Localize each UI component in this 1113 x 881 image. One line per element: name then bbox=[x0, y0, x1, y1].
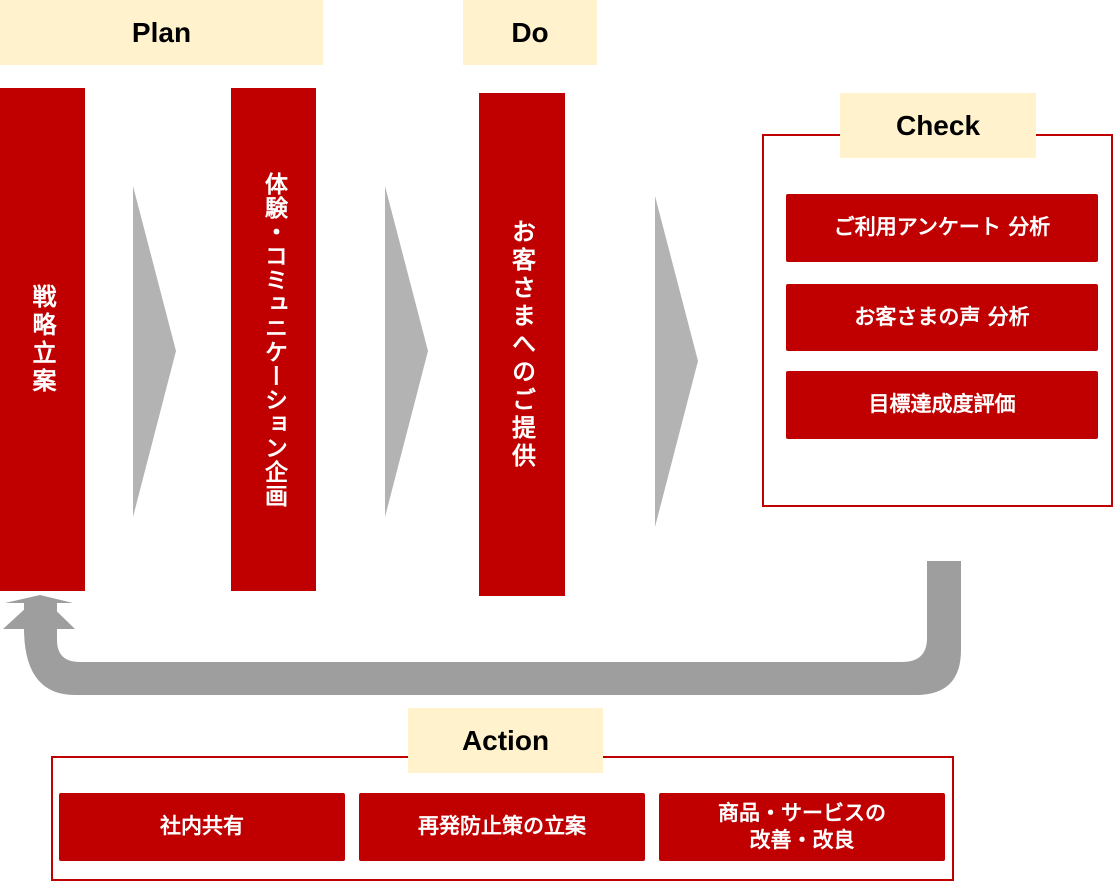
action-label: Action bbox=[408, 708, 603, 773]
action-item-improvement: 商品・サービスの 改善・改良 bbox=[659, 793, 945, 861]
action-item-improvement-text: 商品・サービスの 改善・改良 bbox=[718, 800, 886, 852]
action-item-share-text: 社内共有 bbox=[160, 814, 244, 839]
do-step-delivery: お客さまへのご提供 bbox=[479, 93, 565, 596]
chevron-arrow-1 bbox=[133, 186, 176, 517]
check-item-goal: 目標達成度評価 bbox=[786, 371, 1098, 439]
check-item-voice-text: お客さまの声 分析 bbox=[854, 304, 1030, 329]
plan-step-strategy-text: 戦略立案 bbox=[28, 283, 56, 396]
action-label-text: Action bbox=[461, 724, 550, 756]
do-step-delivery-text: お客さまへのご提供 bbox=[507, 218, 536, 471]
check-label: Check bbox=[840, 93, 1036, 158]
plan-step-experience: 体験・コミュニケーション企画 bbox=[231, 88, 316, 591]
do-label-text: Do bbox=[511, 16, 549, 48]
return-arrowhead bbox=[3, 595, 75, 629]
check-item-voice: お客さまの声 分析 bbox=[786, 284, 1098, 351]
chevron-arrow-3-shape bbox=[655, 196, 698, 527]
return-arrow-shape bbox=[5, 561, 961, 695]
action-item-prevention-text: 再発防止策の立案 bbox=[418, 814, 586, 839]
plan-step-strategy: 戦略立案 bbox=[0, 88, 85, 591]
check-item-survey-text: ご利用アンケート 分析 bbox=[833, 215, 1051, 240]
return-arrow bbox=[3, 561, 961, 695]
do-label: Do bbox=[463, 0, 597, 65]
plan-label-text: Plan bbox=[131, 16, 192, 48]
check-item-survey: ご利用アンケート 分析 bbox=[786, 194, 1098, 262]
chevron-arrow-3 bbox=[655, 196, 698, 527]
action-item-prevention: 再発防止策の立案 bbox=[359, 793, 645, 861]
action-item-share: 社内共有 bbox=[59, 793, 345, 861]
chevron-arrow-2-shape bbox=[385, 186, 428, 517]
chevron-arrow-1-shape bbox=[133, 186, 176, 517]
plan-step-experience-text: 体験・コミュニケーション企画 bbox=[260, 171, 287, 508]
chevron-arrow-2 bbox=[385, 186, 428, 517]
plan-label: Plan bbox=[0, 0, 323, 65]
check-item-goal-text: 目標達成度評価 bbox=[868, 392, 1016, 417]
check-label-text: Check bbox=[895, 109, 981, 141]
